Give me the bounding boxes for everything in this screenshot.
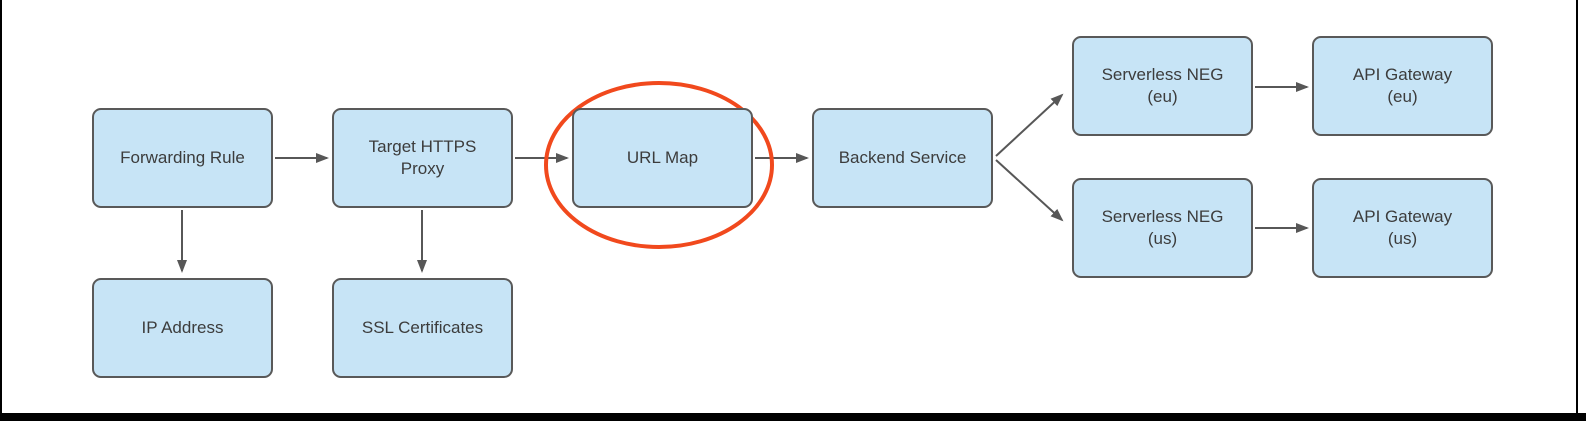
arrow-backend-service-to-serverless-neg-us <box>995 159 1064 222</box>
node-api-gateway-eu: API Gateway (eu) <box>1312 36 1493 136</box>
node-label: SSL Certificates <box>361 317 484 337</box>
node-label: Serverless NEG (eu) <box>1101 64 1224 106</box>
node-label: Serverless NEG (us) <box>1101 206 1224 248</box>
node-label: Backend Service <box>838 147 967 167</box>
frame-right-border <box>1576 0 1578 421</box>
node-label: IP Address <box>141 317 224 337</box>
node-label: Target HTTPS Proxy <box>368 136 477 178</box>
node-url-map: URL Map <box>572 108 753 208</box>
node-label: Forwarding Rule <box>120 147 245 167</box>
frame-bottom-bar <box>0 413 1586 421</box>
frame-left-border <box>0 0 2 421</box>
node-api-gateway-us: API Gateway (us) <box>1312 178 1493 278</box>
node-ip-address: IP Address <box>92 278 273 378</box>
node-label: URL Map <box>626 147 699 167</box>
node-forwarding-rule: Forwarding Rule <box>92 108 273 208</box>
node-target-https-proxy: Target HTTPS Proxy <box>332 108 513 208</box>
node-serverless-neg-us: Serverless NEG (us) <box>1072 178 1253 278</box>
node-ssl-certificates: SSL Certificates <box>332 278 513 378</box>
node-label: API Gateway (us) <box>1352 206 1453 248</box>
node-backend-service: Backend Service <box>812 108 993 208</box>
node-label: API Gateway (eu) <box>1352 64 1453 106</box>
arrow-backend-service-to-serverless-neg-eu <box>995 93 1064 157</box>
node-serverless-neg-eu: Serverless NEG (eu) <box>1072 36 1253 136</box>
